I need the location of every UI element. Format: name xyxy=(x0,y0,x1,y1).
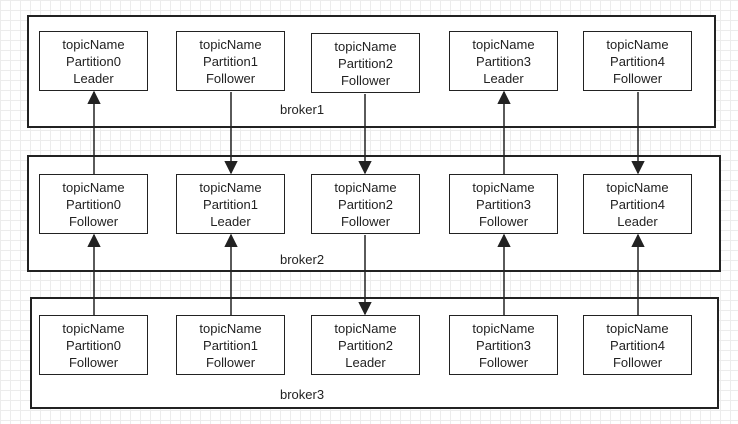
topic-name: topicName xyxy=(334,320,397,336)
partition-box: topicName Partition1 Follower xyxy=(176,31,285,91)
partition-box: topicName Partition4 Follower xyxy=(583,31,692,91)
broker-2-label: broker2 xyxy=(280,252,325,267)
partition-role: Follower xyxy=(205,70,256,86)
topic-name: topicName xyxy=(472,36,535,52)
partition-name: Partition3 xyxy=(476,337,531,353)
partition-role: Follower xyxy=(612,354,663,370)
partition-role: Follower xyxy=(68,354,119,370)
topic-name: topicName xyxy=(606,36,669,52)
topic-name: topicName xyxy=(62,36,125,52)
partition-box: topicName Partition0 Follower xyxy=(39,315,148,375)
partition-role: Follower xyxy=(478,354,529,370)
topic-name: topicName xyxy=(606,320,669,336)
partition-name: Partition4 xyxy=(610,196,665,212)
partition-name: Partition3 xyxy=(476,196,531,212)
partition-box: topicName Partition1 Follower xyxy=(176,315,285,375)
partition-name: Partition0 xyxy=(66,53,121,69)
partition-name: Partition0 xyxy=(66,337,121,353)
partition-role: Follower xyxy=(612,70,663,86)
partition-box: topicName Partition4 Leader xyxy=(583,174,692,234)
partition-box: topicName Partition4 Follower xyxy=(583,315,692,375)
partition-box: topicName Partition3 Follower xyxy=(449,315,558,375)
partition-role: Follower xyxy=(340,213,391,229)
partition-box: topicName Partition2 Leader xyxy=(311,315,420,375)
partition-name: Partition1 xyxy=(203,196,258,212)
partition-role: Follower xyxy=(340,72,391,88)
partition-box: topicName Partition1 Leader xyxy=(176,174,285,234)
partition-name: Partition0 xyxy=(66,196,121,212)
topic-name: topicName xyxy=(472,179,535,195)
partition-name: Partition1 xyxy=(203,337,258,353)
partition-name: Partition2 xyxy=(338,55,393,71)
topic-name: topicName xyxy=(334,179,397,195)
partition-name: Partition2 xyxy=(338,196,393,212)
partition-role: Leader xyxy=(483,70,524,86)
partition-box: topicName Partition0 Follower xyxy=(39,174,148,234)
topic-name: topicName xyxy=(472,320,535,336)
broker-1-label: broker1 xyxy=(280,102,325,117)
topic-name: topicName xyxy=(62,320,125,336)
partition-role: Leader xyxy=(73,70,114,86)
broker-3-label: broker3 xyxy=(280,387,325,402)
partition-name: Partition2 xyxy=(338,337,393,353)
partition-role: Follower xyxy=(205,354,256,370)
partition-name: Partition1 xyxy=(203,53,258,69)
partition-box: topicName Partition2 Follower xyxy=(311,33,420,93)
topic-name: topicName xyxy=(199,36,262,52)
topic-name: topicName xyxy=(334,38,397,54)
partition-box: topicName Partition0 Leader xyxy=(39,31,148,91)
partition-box: topicName Partition3 Leader xyxy=(449,31,558,91)
partition-role: Follower xyxy=(68,213,119,229)
partition-role: Leader xyxy=(210,213,251,229)
topic-name: topicName xyxy=(199,320,262,336)
partition-role: Leader xyxy=(345,354,386,370)
partition-box: topicName Partition2 Follower xyxy=(311,174,420,234)
partition-box: topicName Partition3 Follower xyxy=(449,174,558,234)
partition-name: Partition4 xyxy=(610,337,665,353)
topic-name: topicName xyxy=(62,179,125,195)
partition-name: Partition3 xyxy=(476,53,531,69)
partition-role: Follower xyxy=(478,213,529,229)
partition-role: Leader xyxy=(617,213,658,229)
topic-name: topicName xyxy=(199,179,262,195)
partition-name: Partition4 xyxy=(610,53,665,69)
topic-name: topicName xyxy=(606,179,669,195)
